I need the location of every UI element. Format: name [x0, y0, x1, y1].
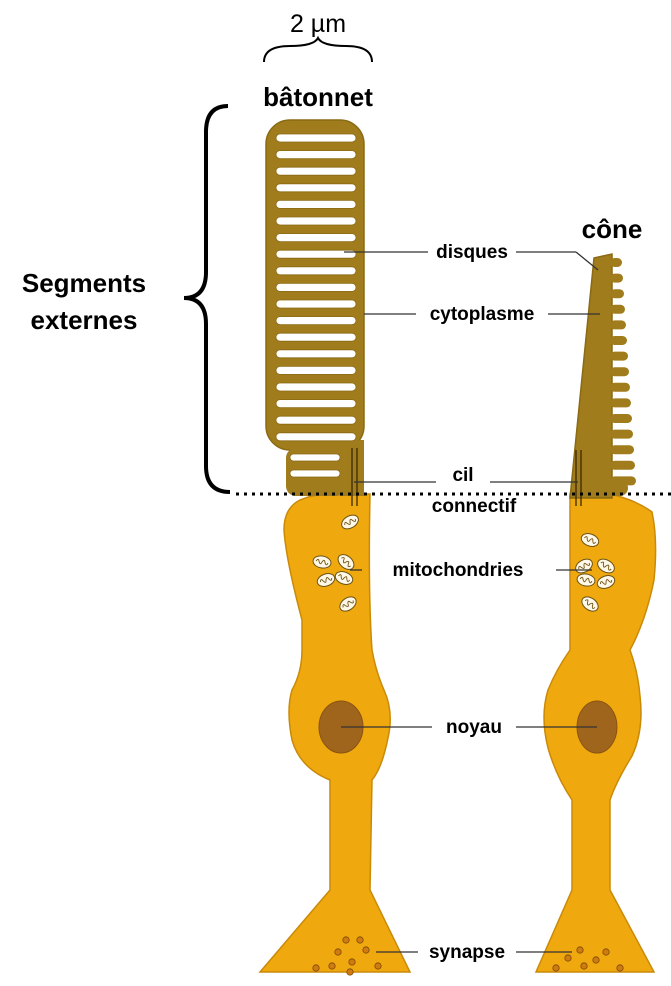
label-synapse: synapse	[429, 942, 505, 963]
rod-title: bâtonnet	[263, 82, 373, 112]
rod-disc	[276, 283, 356, 291]
label-cytoplasme: cytoplasme	[430, 304, 535, 325]
cone-disc	[610, 274, 623, 283]
synapse-vesicle	[581, 963, 587, 969]
scale-brace	[264, 38, 372, 62]
cone-disc	[610, 445, 634, 454]
synapse-vesicle	[349, 959, 355, 965]
synapse-vesicle	[375, 963, 381, 969]
synapse-vesicle	[617, 965, 623, 971]
bracket-label-line2: externes	[31, 305, 138, 335]
rod-disc	[276, 167, 356, 175]
synapse-vesicle	[313, 965, 319, 971]
rod-disc	[276, 134, 356, 142]
synapse-vesicle	[335, 949, 341, 955]
rod-disc	[276, 234, 356, 242]
rod-disc	[276, 350, 356, 358]
synapse-vesicle	[565, 955, 571, 961]
rod-disc	[290, 470, 340, 477]
synapse-vesicle	[329, 963, 335, 969]
synapse-vesicle	[347, 969, 353, 975]
cone-disc	[610, 289, 624, 298]
cone-disc	[610, 352, 628, 361]
scale-label: 2 µm	[290, 10, 346, 38]
synapse-vesicle	[343, 937, 349, 943]
rod-disc	[276, 333, 356, 341]
synapse-vesicle	[357, 937, 363, 943]
cone-disc	[610, 414, 632, 423]
rod-disc	[276, 151, 356, 159]
label-mitochondries: mitochondries	[393, 560, 524, 581]
cone-disc	[610, 258, 622, 267]
rod-disc	[276, 383, 356, 391]
leader-lines	[341, 252, 600, 952]
label-cil: cil	[452, 465, 473, 486]
label-connectif: connectif	[432, 496, 517, 517]
label-disques: disques	[436, 242, 508, 263]
cone-disc	[610, 430, 633, 439]
cone-disc	[610, 461, 635, 470]
synapse-vesicle	[603, 949, 609, 955]
label-noyau: noyau	[446, 717, 502, 738]
synapse-vesicle	[593, 957, 599, 963]
cone-disc	[610, 305, 625, 314]
rod-disc	[276, 433, 356, 441]
outer-segment-bracket	[184, 106, 230, 492]
rod-disc	[276, 184, 356, 192]
rod-disc	[276, 300, 356, 308]
rod-disc	[276, 217, 356, 225]
rod-disc	[276, 267, 356, 275]
cone-disc	[610, 398, 631, 407]
synapse-vesicle	[363, 947, 369, 953]
rod-disc	[276, 366, 356, 374]
rod-disc	[290, 454, 340, 461]
cone-title: cône	[582, 214, 643, 244]
rod-disc	[276, 317, 356, 325]
cone-disc	[610, 367, 629, 376]
cone-disc	[610, 320, 626, 329]
synapse-vesicle	[577, 947, 583, 953]
rod-disc	[276, 400, 356, 408]
cone-disc	[610, 336, 627, 345]
synapse-vesicle	[553, 965, 559, 971]
cone-disc	[610, 383, 630, 392]
rod-disc	[276, 416, 356, 424]
rod-disc	[276, 200, 356, 208]
bracket-label-line1: Segments	[22, 268, 146, 298]
